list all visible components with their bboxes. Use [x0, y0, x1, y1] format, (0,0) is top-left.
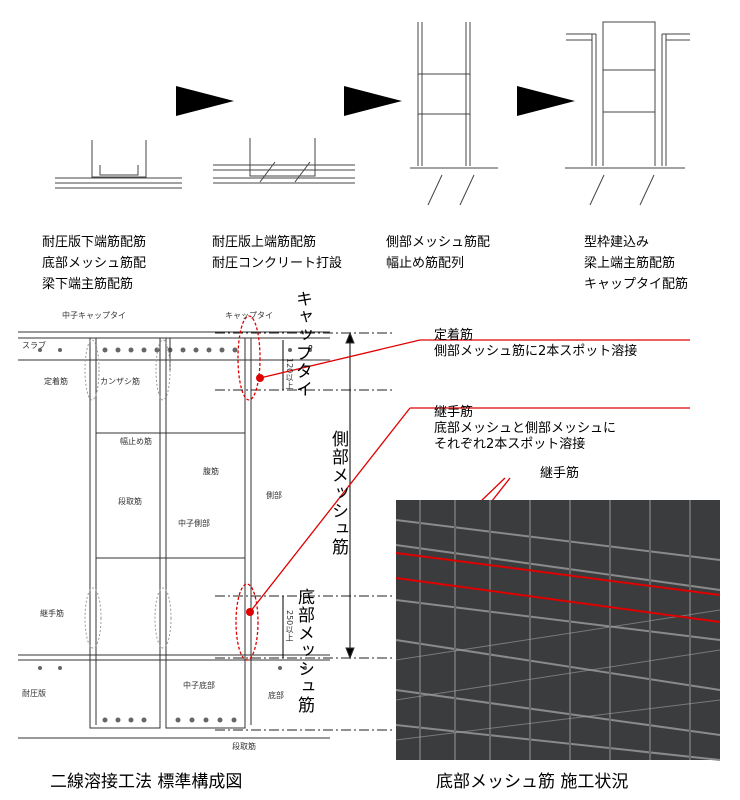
step-1-line-1: 耐圧版下端筋配筋: [42, 235, 147, 250]
label-nakago-teibu: 中子底部: [183, 681, 215, 690]
label-sokubu: 側部: [266, 491, 282, 500]
step-2-line-1: 耐圧版上端筋配筋: [212, 235, 317, 250]
step-4-text: 型枠建込み 梁上端主筋配筋 キャップタイ配筋: [584, 232, 688, 295]
label-tsugite: 継手筋: [40, 609, 64, 618]
caption-standard-diagram: 二線溶接工法 標準構成図: [50, 772, 243, 792]
step-3-text: 側部メッシュ筋配 幅止め筋配列: [386, 232, 490, 274]
note-tsugite-body-2: それぞれ2本スポット溶接: [434, 437, 586, 452]
arrow-icon-2: [344, 86, 402, 116]
note-teichaku-body: 側部メッシュ筋に2本スポット溶接: [434, 344, 638, 359]
label-dantori: 段取筋: [118, 497, 142, 506]
label-taiatsuban: 耐圧版: [22, 689, 46, 698]
note-teichaku: 定着筋 側部メッシュ筋に2本スポット溶接: [434, 328, 637, 360]
step-1-line-2: 底部メッシュ筋配: [42, 256, 147, 271]
step3-sketch: [410, 22, 498, 206]
label-dantori-bottom: 段取筋: [232, 742, 256, 751]
caption-construction-status: 底部メッシュ筋 施工状況: [436, 772, 629, 792]
step-3-line-1: 側部メッシュ筋配: [386, 235, 491, 250]
vertical-label-cap-tie: キャップタイ: [292, 290, 312, 398]
standard-composition-diagram: [18, 331, 395, 739]
note-tsugite-body-1: 底部メッシュと側部メッシュに: [434, 421, 617, 436]
note-tsugite: 継手筋 底部メッシュと側部メッシュに それぞれ2本スポット溶接: [434, 405, 616, 453]
label-harakin: 腹筋: [203, 467, 219, 476]
step-4-line-3: キャップタイ配筋: [584, 277, 689, 292]
step-4-line-1: 型枠建込み: [584, 235, 650, 250]
dim-250: 250以上: [285, 610, 294, 642]
label-nakago-sokubu: 中子側部: [178, 519, 210, 528]
label-slab: スラブ: [22, 341, 46, 350]
label-teibu: 底部: [268, 691, 284, 700]
note-teichaku-title: 定着筋: [434, 328, 474, 343]
vertical-label-bottom-mesh: 底部メッシュ筋: [294, 588, 314, 714]
step-1-line-3: 梁下端主筋配筋: [42, 277, 134, 292]
arrow-icon-1: [176, 86, 234, 116]
vertical-label-side-mesh: 側部メッシュ筋: [328, 430, 348, 556]
step2-sketch: [213, 138, 355, 184]
photo-label-tsugite: 継手筋: [540, 466, 580, 481]
step1-sketch: [55, 140, 182, 189]
note-tsugite-title: 継手筋: [434, 405, 474, 420]
step4-sketch: [565, 21, 690, 206]
arrow-icon-3: [517, 86, 575, 116]
step-2-line-2: 耐圧コンクリート打設: [212, 256, 343, 271]
label-nakago-cap-tie: 中子キャップタイ: [62, 311, 126, 320]
step-1-text: 耐圧版下端筋配筋 底部メッシュ筋配 梁下端主筋配筋: [42, 232, 146, 295]
dim-120: 120以上: [285, 358, 294, 390]
label-teichaku: 定着筋: [44, 377, 68, 386]
step-2-text: 耐圧版上端筋配筋 耐圧コンクリート打設: [212, 232, 342, 274]
step-3-line-2: 幅止め筋配列: [386, 256, 465, 271]
label-kanzashi: カンザシ筋: [100, 377, 140, 386]
construction-photo: [395, 500, 721, 761]
label-habadome: 幅止め筋: [120, 437, 152, 446]
label-cap-tie: キャップタイ: [225, 311, 273, 320]
step-4-line-2: 梁上端主筋配筋: [584, 256, 676, 271]
